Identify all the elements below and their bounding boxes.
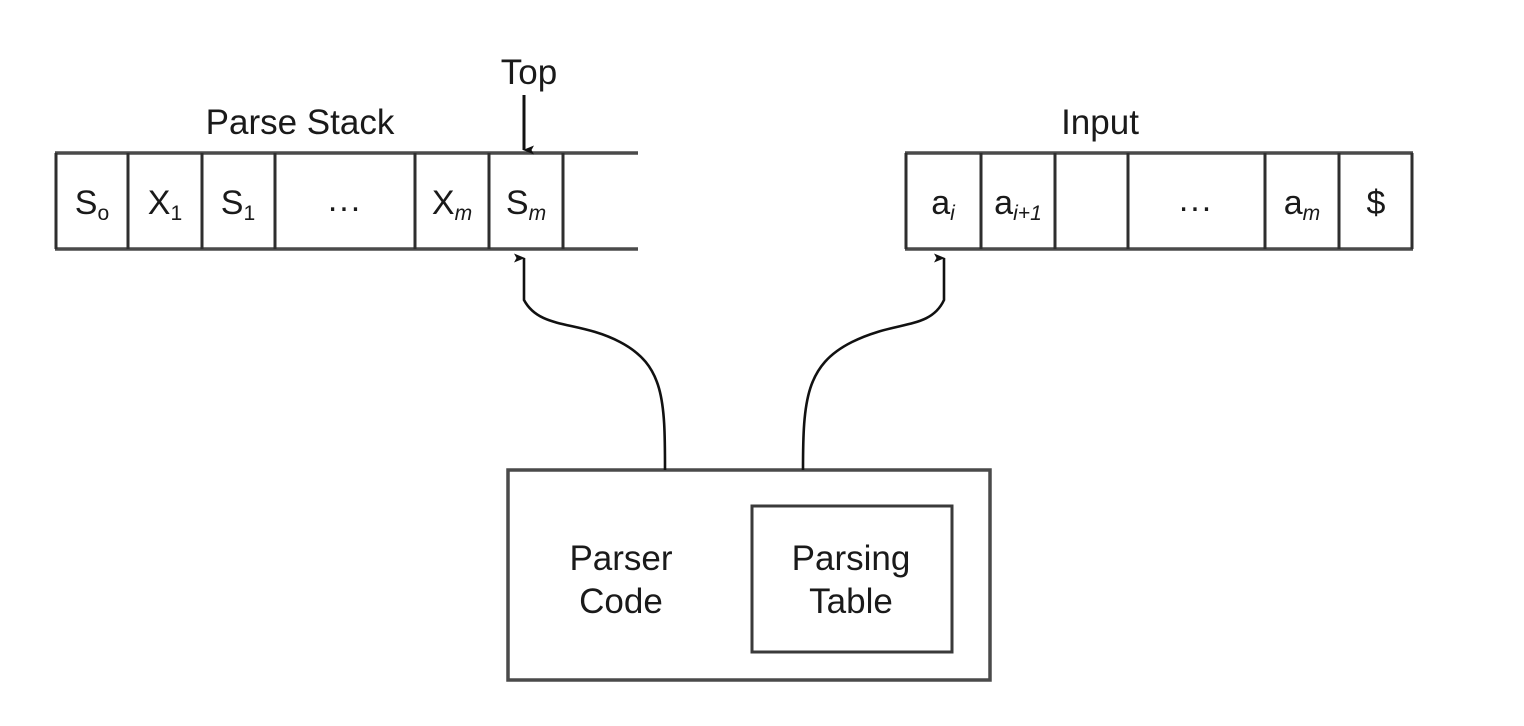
parser-to-stack-arrow	[514, 253, 667, 471]
parser-code-line-1: Parser	[569, 539, 673, 578]
stack-cell-2: S1	[220, 184, 256, 226]
parse-stack-table	[54, 151, 638, 251]
input-cell-5-eof: $	[1366, 184, 1386, 222]
stack-cell-3-ellipsis: ...	[327, 181, 363, 219]
input-cell-0: ai	[931, 184, 955, 226]
parser-code-line-2: Code	[579, 581, 663, 621]
stack-cell-4: Xm	[431, 184, 473, 226]
input-title: Input	[1061, 103, 1139, 142]
input-cell-1: ai+1	[994, 184, 1042, 226]
parsing-table-box	[750, 504, 954, 654]
input-table	[904, 151, 1414, 251]
parsing-table-line-2: Table	[809, 581, 893, 621]
top-pointer-label: Top	[500, 53, 558, 92]
input-cell-4: am	[1283, 184, 1321, 226]
input-cell-3-ellipsis: ...	[1178, 181, 1214, 219]
parser-code-box	[506, 468, 992, 682]
stack-cell-0: So	[74, 184, 110, 226]
parse-stack-title: Parse Stack	[205, 103, 395, 142]
stack-cell-5: Sm	[505, 184, 547, 226]
stack-cell-1: X1	[147, 184, 183, 226]
parser-code-label: Parser Code	[569, 538, 672, 623]
parser-to-input-arrow	[801, 253, 946, 471]
parsing-table-label: Parsing Table	[792, 538, 911, 623]
parsing-table-line-1: Parsing	[791, 539, 911, 578]
